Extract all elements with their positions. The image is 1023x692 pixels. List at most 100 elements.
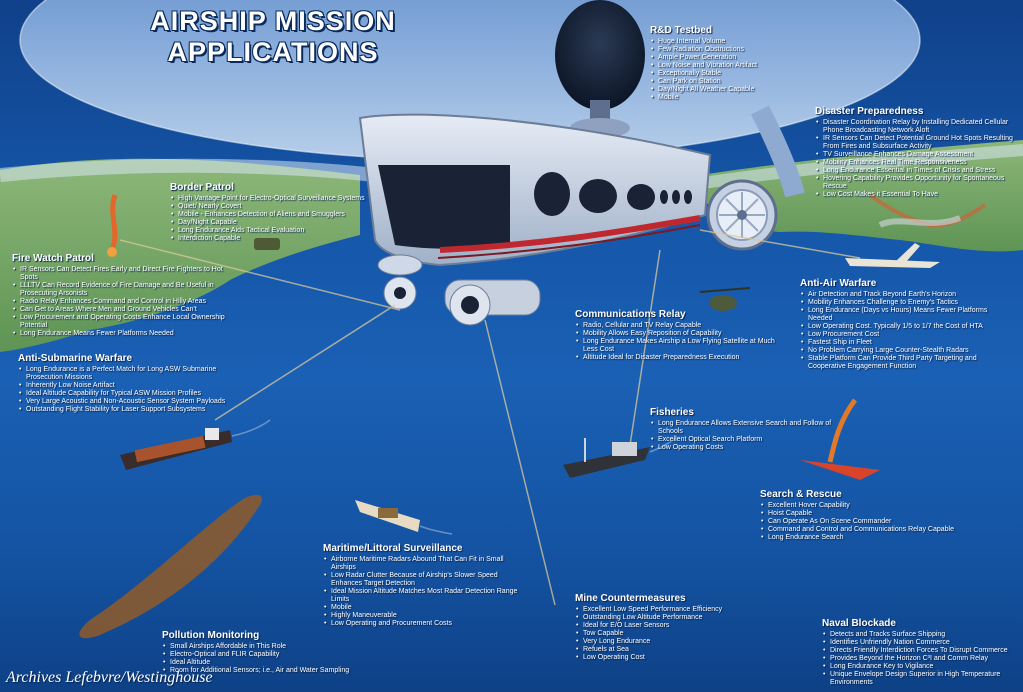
sea-wake: [231, 419, 677, 535]
bullet-item: No Problem Carrying Large Counter-Stealt…: [800, 347, 1010, 355]
bullet-item: Low Operating Costs: [650, 444, 845, 452]
bullet-item: Room for Additional Sensors; i.e., Air a…: [162, 667, 367, 675]
bullet-item: Can Operate As On Scene Commander: [760, 518, 970, 526]
bullet-item: Airborne Maritime Radars Abound That Can…: [323, 556, 528, 572]
oil-spill: [79, 494, 263, 639]
bullet-item: Day/Night All Weather Capable: [650, 86, 770, 94]
section-disaster-preparedness: Disaster PreparednessDisaster Coordinati…: [815, 106, 1023, 199]
section-anti-air-warfare: Anti-Air WarfareAir Detection and Track …: [800, 278, 1010, 371]
section-maritime-littoral: Maritime/Littoral SurveillanceAirborne M…: [323, 543, 528, 628]
bullet-item: Provides Beyond the Horizon C³I and Comm…: [822, 655, 1022, 663]
bullet-list: Huge Internal VolumeFew Radiation Obstru…: [650, 38, 770, 102]
patrol-boat: [355, 500, 420, 532]
bullet-item: Low Cost Makes it Essential To Have: [815, 191, 1023, 199]
bullet-item: Mobility Enhances Challenge to Enemy's T…: [800, 299, 1010, 307]
bullet-item: Very Large Acoustic and Non-Acoustic Sen…: [18, 398, 243, 406]
bullet-item: Long Endurance Aids Tactical Evaluation: [170, 227, 385, 235]
bullet-item: Low Noise and Vibration Artifact: [650, 62, 770, 70]
bullet-item: Unique Envelope Design Superior in High …: [822, 671, 1022, 687]
bullet-item: High Vantage Point for Electro-Optical S…: [170, 195, 385, 203]
bullet-item: Interdiction Capable: [170, 235, 385, 243]
cargo-ship: [120, 428, 232, 470]
bullet-item: Huge Internal Volume: [650, 38, 770, 46]
bullet-item: Quiet/ Nearly Covert: [170, 203, 385, 211]
section-naval-blockade: Naval BlockadeDetects and Tracks Surface…: [822, 618, 1022, 687]
section-heading: Mine Countermeasures: [575, 593, 686, 604]
helicopter: [699, 287, 751, 311]
bullet-item: Tow Capable: [575, 630, 770, 638]
bullet-item: IR Sensors Can Detect Potential Ground H…: [815, 135, 1023, 151]
bullet-item: Low Procurement and Operating Costs Enha…: [12, 314, 237, 330]
bullet-list: Excellent Low Speed Performance Efficien…: [575, 606, 770, 662]
bullet-item: Excellent Hover Capability: [760, 502, 970, 510]
bullet-item: Exceptionally Stable: [650, 70, 770, 78]
bullet-item: Long Endurance Allows Extensive Search a…: [650, 420, 845, 436]
bullet-item: Low Radar Clutter Because of Airship's S…: [323, 572, 528, 588]
section-fisheries: FisheriesLong Endurance Allows Extensive…: [650, 407, 845, 452]
section-heading: Search & Rescue: [760, 489, 842, 500]
section-rd-testbed: R&D TestbedHuge Internal VolumeFew Radia…: [650, 25, 770, 102]
section-heading: Naval Blockade: [822, 618, 896, 629]
bullet-list: Long Endurance Allows Extensive Search a…: [650, 420, 845, 452]
archive-credit: Archives Lefebvre/Westinghouse: [6, 669, 213, 686]
bullet-item: Long Endurance Makes Airship a Low Flyin…: [575, 338, 775, 354]
poster-title: AIRSHIP MISSION APPLICATIONS: [108, 6, 438, 68]
bullet-item: Ideal Altitude: [162, 659, 367, 667]
section-heading: R&D Testbed: [650, 25, 713, 36]
bullet-item: Fastest Ship in Fleet: [800, 339, 1010, 347]
fishing-boat: [563, 438, 650, 478]
bullet-item: Electro-Optical and FLIR Capability: [162, 651, 367, 659]
section-heading: Fisheries: [650, 407, 694, 418]
section-search-rescue: Search & RescueExcellent Hover Capabilit…: [760, 489, 970, 542]
bullet-item: Disaster Coordination Relay by Installin…: [815, 119, 1023, 135]
bullet-list: Detects and Tracks Surface ShippingIdent…: [822, 631, 1022, 687]
bullet-list: IR Sensors Can Detect Fires Early and Di…: [12, 266, 237, 338]
bullet-item: Ample Power Generation: [650, 54, 770, 62]
bullet-item: Inherently Low Noise Artifact: [18, 382, 243, 390]
bullet-list: Long Endurance is a Perfect Match for Lo…: [18, 366, 243, 414]
bullet-item: Highly Maneuverable: [323, 612, 528, 620]
fire-plume: [107, 194, 118, 257]
bullet-item: IR Sensors Can Detect Fires Early and Di…: [12, 266, 237, 282]
bullet-item: Stable Platform Can Provide Third Party …: [800, 355, 1010, 371]
bullet-item: Excellent Low Speed Performance Efficien…: [575, 606, 770, 614]
bullet-item: Detects and Tracks Surface Shipping: [822, 631, 1022, 639]
bullet-item: Low Operating and Procurement Costs: [323, 620, 528, 628]
bullet-item: Ideal Altitude Capability for Typical AS…: [18, 390, 243, 398]
bullet-item: Radio, Cellular and TV Relay Capable: [575, 322, 775, 330]
bullet-list: High Vantage Point for Electro-Optical S…: [170, 195, 385, 243]
bullet-item: Can Get to Areas Where Men and Ground Ve…: [12, 306, 237, 314]
bullet-item: Refuels at Sea: [575, 646, 770, 654]
section-heading: Pollution Monitoring: [162, 630, 260, 641]
section-heading: Maritime/Littoral Surveillance: [323, 543, 463, 554]
bullet-list: Excellent Hover CapabilityHoist CapableC…: [760, 502, 970, 542]
section-mine-countermeasures: Mine CountermeasuresExcellent Low Speed …: [575, 593, 770, 662]
section-heading: Anti-Submarine Warfare: [18, 353, 133, 364]
title-line-2: APPLICATIONS: [167, 37, 379, 67]
bullet-item: Day/Night Capable: [170, 219, 385, 227]
bullet-item: Outstanding Flight Stability for Laser S…: [18, 406, 243, 414]
bullet-item: Command and Control and Communications R…: [760, 526, 970, 534]
section-heading: Fire Watch Patrol: [12, 253, 94, 264]
section-pollution-monitoring: Pollution MonitoringSmall Airships Affor…: [162, 630, 367, 675]
bullet-item: Hoist Capable: [760, 510, 970, 518]
section-anti-submarine-warfare: Anti-Submarine WarfareLong Endurance is …: [18, 353, 243, 414]
airship-gondola: [358, 113, 778, 326]
bullet-item: Few Radiation Obstructions: [650, 46, 770, 54]
bullet-item: Small Airships Affordable in This Role: [162, 643, 367, 651]
bullet-item: Outstanding Low Altitude Performance: [575, 614, 770, 622]
bullet-item: Directs Friendly Interdiction Forces To …: [822, 647, 1022, 655]
disaster-smoke: [868, 193, 987, 228]
bullet-item: Mobility Allows Easy Reposition of Capab…: [575, 330, 775, 338]
bullet-item: Ideal Mission Altitude Matches Most Rada…: [323, 588, 528, 604]
bullet-item: Identifies Unfriendly Nation Commerce: [822, 639, 1022, 647]
bullet-item: LLLTV Can Record Evidence of Fire Damage…: [12, 282, 237, 298]
bullet-list: Airborne Maritime Radars Abound That Can…: [323, 556, 528, 628]
aircraft-jet: [845, 243, 940, 268]
bullet-item: Hovering Capability Provides Opportunity…: [815, 175, 1023, 191]
bullet-item: Mobile: [323, 604, 528, 612]
section-fire-watch-patrol: Fire Watch Patrol IR Sensors Can Detect F…: [12, 253, 237, 338]
bullet-item: Long Endurance Means Fewer Platforms Nee…: [12, 330, 237, 338]
bullet-item: Very Long Endurance: [575, 638, 770, 646]
